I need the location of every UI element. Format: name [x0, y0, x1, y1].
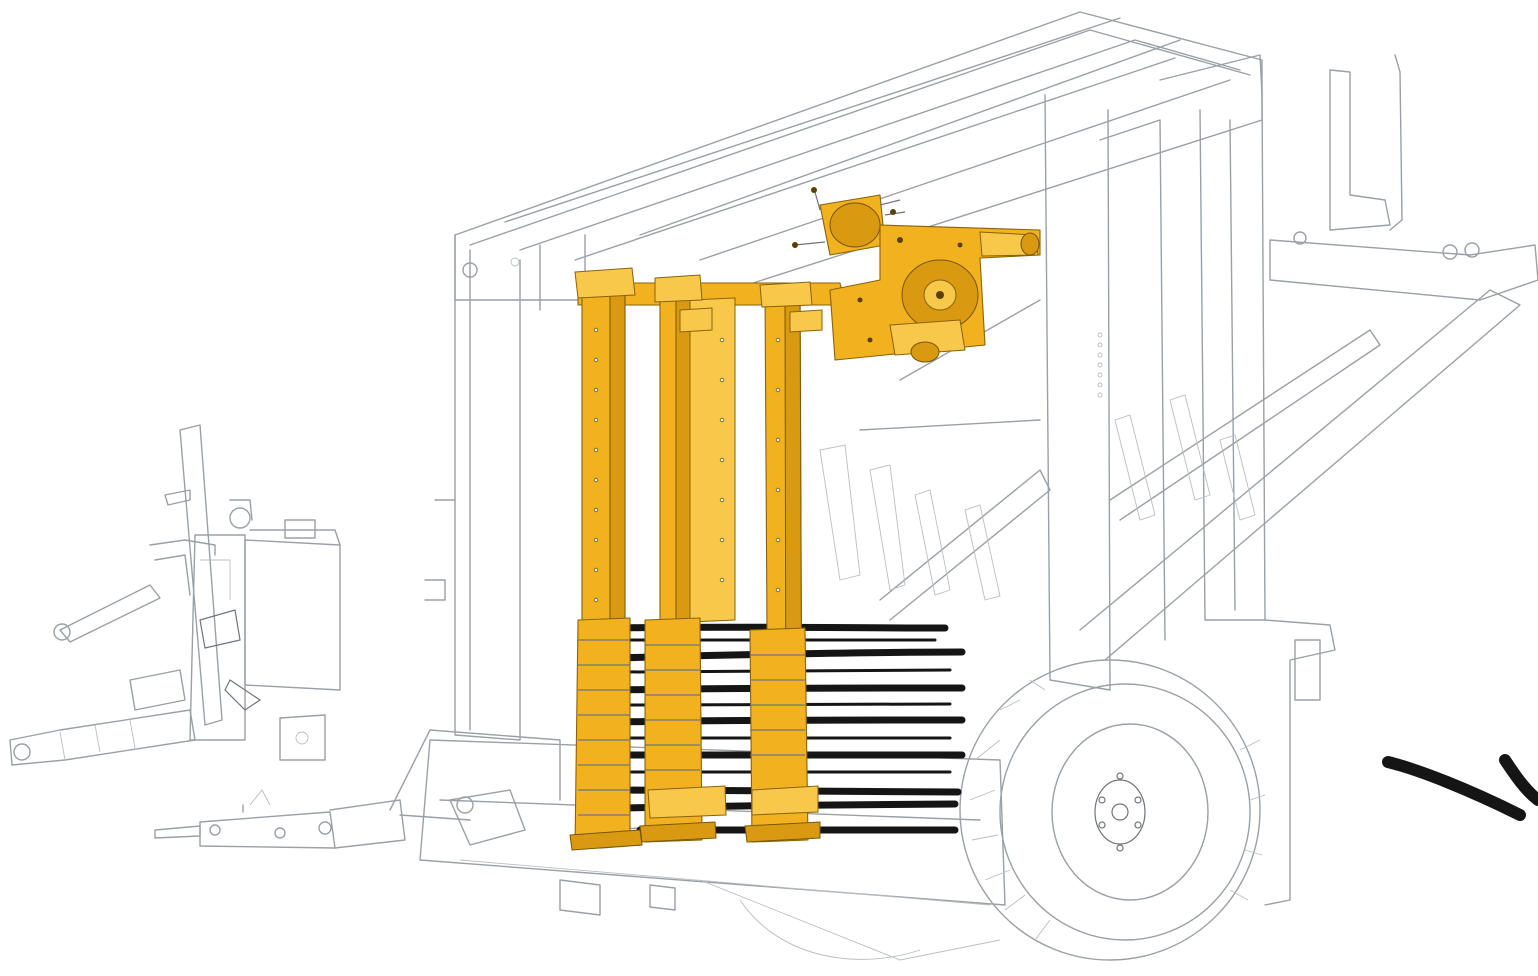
drawbar: [154, 789, 406, 849]
machine-frame: [389, 11, 1538, 961]
tractor-hitch-module: [9, 424, 341, 766]
ground-wheel: [959, 659, 1266, 961]
hydraulic-hose: [1382, 754, 1538, 821]
rotor-holes: [593, 327, 781, 603]
pickup-rotor-assembly: [569, 267, 846, 851]
drive-gearbox: [792, 187, 1041, 363]
frame-holes: [1097, 332, 1103, 398]
